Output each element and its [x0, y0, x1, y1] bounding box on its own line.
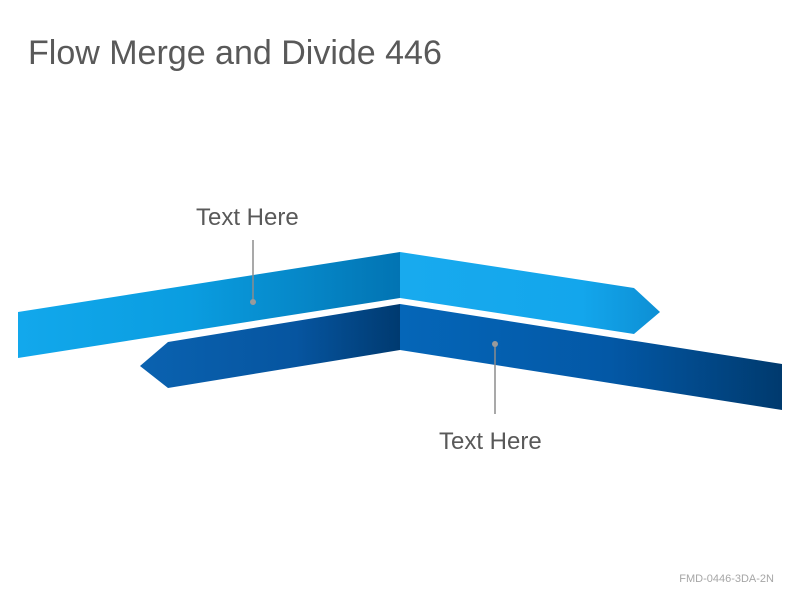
light-arrow-right-segment [400, 252, 660, 334]
dark-arrow-left-segment [140, 304, 400, 388]
dark-arrow-right-segment [400, 304, 782, 410]
slide-code: FMD-0446-3DA-2N [679, 573, 774, 585]
bottom-text-label[interactable]: Text Here [439, 428, 542, 455]
light-arrow-left-segment [18, 252, 400, 358]
bottom-leader-dot [492, 341, 498, 347]
top-text-label[interactable]: Text Here [196, 204, 299, 231]
slide-title: Flow Merge and Divide 446 [28, 34, 442, 72]
top-leader-dot [250, 299, 256, 305]
